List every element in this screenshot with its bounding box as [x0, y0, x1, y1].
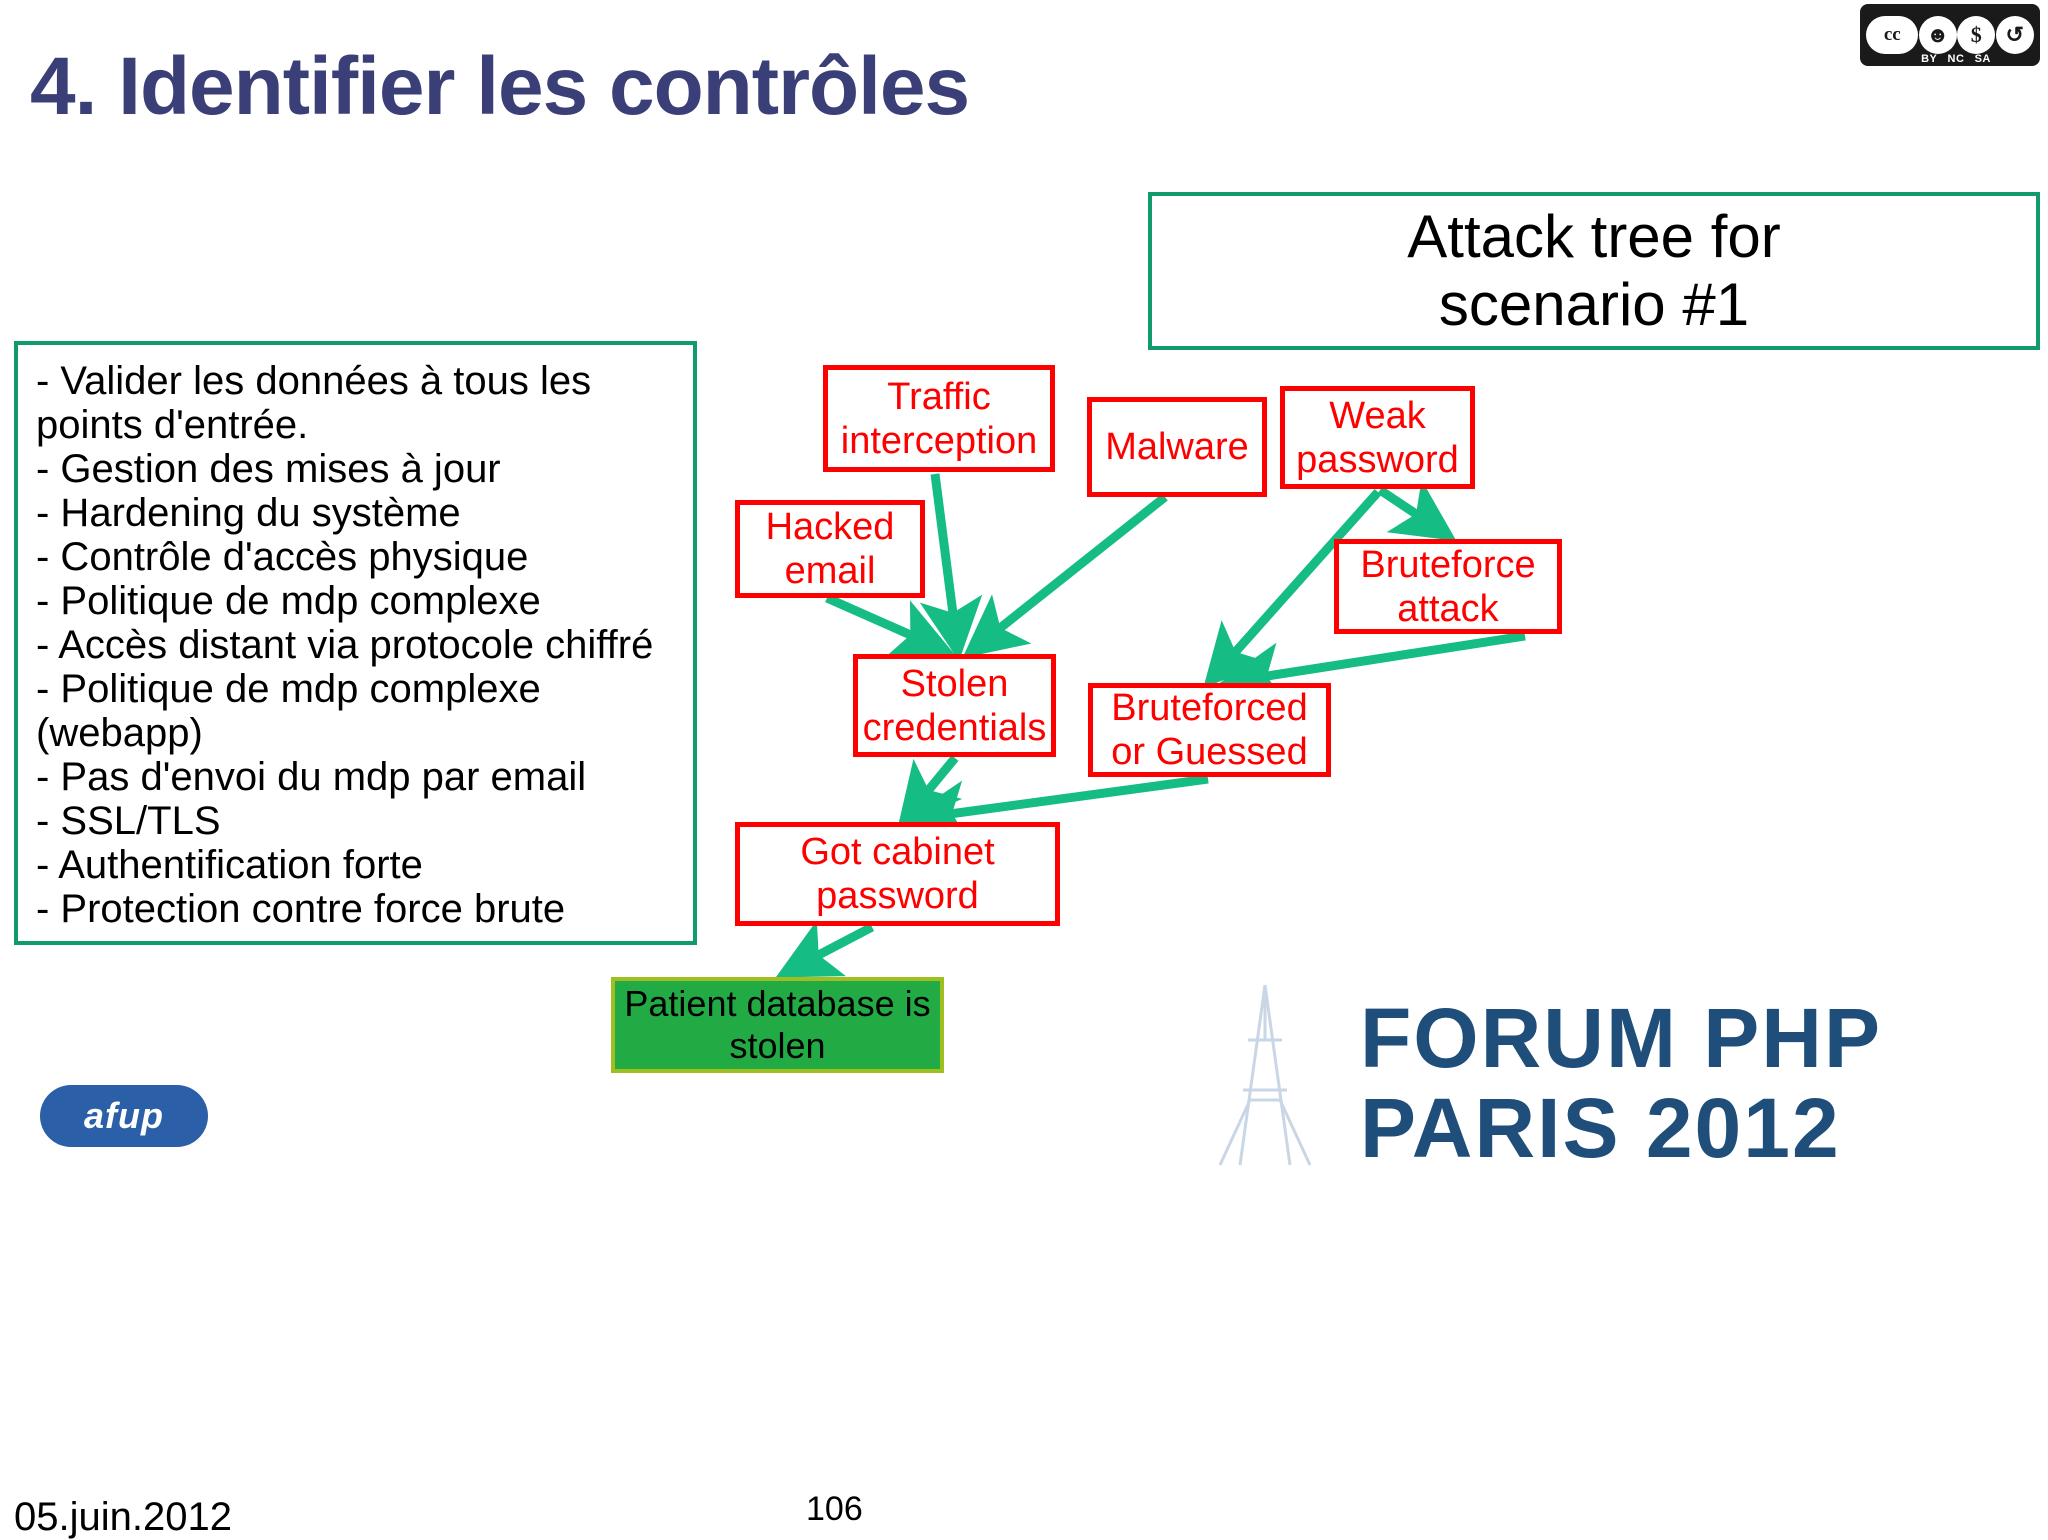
page-number: 106 [806, 1490, 863, 1528]
control-line: - Pas d'envoi du mdp par email [36, 755, 587, 799]
attack-tree-caption-line1: Attack tree for [1407, 203, 1781, 270]
cc-sa-icon: ↺ [1995, 16, 2034, 54]
cc-label-nc: NC [1947, 53, 1965, 65]
edge-malware-to-stolen [962, 493, 1168, 659]
node-malware[interactable]: Malware [1087, 397, 1267, 497]
node-weak-password[interactable]: Weak password [1280, 386, 1475, 489]
node-patient-database-stolen[interactable]: Patient database is stolen [611, 977, 944, 1073]
control-line: - SSL/TLS [36, 799, 221, 843]
creative-commons-badge: cc ☻ $ ↺ BY NC SA [1860, 4, 2040, 66]
cc-label-by: BY [1921, 53, 1938, 65]
edge-stolen-to-gotcabinet [897, 755, 963, 828]
control-line: - Hardening du système [36, 491, 461, 535]
edge-traffic-to-stolen [919, 473, 983, 662]
controls-list-box: - Valider les données à tous les points … [14, 341, 697, 945]
node-traffic-interception[interactable]: Traffic interception [823, 365, 1055, 472]
control-line: - Authentification forte [36, 843, 423, 887]
control-line: (webapp) [36, 711, 203, 755]
page-title: 4. Identifier les contrôles [30, 41, 970, 132]
forum-logo-line2: PARIS 2012 [1360, 1081, 1841, 1175]
control-line: - Politique de mdp complexe [36, 579, 541, 623]
eiffel-tower-icon [1218, 984, 1312, 1166]
edge-bruteforced-to-gotcabinet [903, 774, 1209, 843]
afup-logo: afup [40, 1085, 208, 1147]
cc-sublabels: BY NC SA [1860, 53, 2040, 65]
edge-hackedemail-to-stolen [825, 593, 955, 658]
node-hacked-email[interactable]: Hacked email [735, 500, 925, 598]
node-bruteforce-attack[interactable]: Bruteforce attack [1334, 539, 1562, 634]
edge-bruteforceattack-to-bruteforced [1218, 631, 1526, 705]
forum-php-paris-logo: FORUM PHP PARIS 2012 [1160, 980, 2040, 1180]
attack-tree-caption-line2: scenario #1 [1438, 271, 1750, 338]
control-line: - Gestion des mises à jour [36, 447, 501, 491]
cc-icon: cc [1866, 16, 1919, 54]
node-stolen-credentials[interactable]: Stolen credentials [853, 654, 1056, 757]
control-line: - Valider les données à tous les [36, 359, 592, 403]
control-line: - Accès distant via protocole chiffré [36, 623, 654, 667]
edge-gotcabinet-to-patientdb [775, 920, 875, 978]
forum-logo-line1: FORUM PHP [1360, 991, 1882, 1085]
node-got-cabinet-password[interactable]: Got cabinet password [735, 822, 1060, 926]
node-bruteforced-or-guessed[interactable]: Bruteforced or Guessed [1088, 683, 1331, 777]
control-line: - Politique de mdp complexe [36, 667, 541, 711]
cc-label-sa: SA [1974, 53, 1991, 65]
cc-nc-icon: $ [1957, 16, 1996, 54]
edge-weak-to-bruteforceattack [1377, 479, 1457, 541]
cc-by-icon: ☻ [1918, 16, 1957, 54]
footer-date: 05.juin.2012 [14, 1495, 232, 1539]
control-line: points d'entrée. [36, 403, 309, 447]
control-line: - Contrôle d'accès physique [36, 535, 529, 579]
control-line: - Protection contre force brute [36, 887, 566, 931]
attack-tree-caption-box: Attack tree for scenario #1 [1148, 192, 2040, 350]
